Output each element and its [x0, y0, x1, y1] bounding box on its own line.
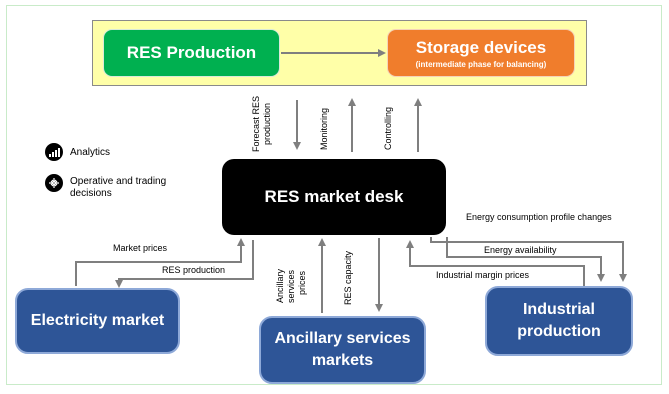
arrow-res-production — [115, 240, 254, 288]
arrow-energy-availability — [446, 237, 605, 282]
label-industrial-margin: Industrial margin prices — [436, 270, 530, 280]
industrial-production-node: Industrial production — [485, 286, 633, 356]
res-market-desk-label: RES market desk — [264, 187, 404, 206]
decisions-icon — [45, 174, 63, 192]
ancillary-services-label-line2: markets — [311, 352, 374, 369]
label-monitoring: Monitoring — [319, 107, 329, 150]
res-production-node: RES Production — [103, 29, 280, 77]
electricity-market-node: Electricity market — [15, 288, 180, 354]
legend-operative-label-line1: Operative and trading — [70, 176, 167, 187]
arrow-industrial-margin — [406, 240, 585, 286]
label-forecast-line2: production — [262, 102, 272, 145]
label-energy-availability: Energy availability — [484, 245, 557, 255]
storage-devices-title: Storage devices — [415, 37, 547, 57]
ancillary-services-label-line1: Ancillary services — [274, 330, 411, 347]
label-res-capacity: RES capacity — [343, 250, 353, 305]
label-forecast-line1: Forecast RES — [251, 95, 261, 152]
diagram-frame — [6, 5, 662, 385]
legend-operative-label-line2: decisions — [70, 188, 112, 199]
electricity-market-label: Electricity market — [30, 312, 165, 329]
industrial-production-label-line1: Industrial — [522, 301, 595, 318]
analytics-icon — [45, 143, 63, 161]
label-market-prices: Market prices — [113, 243, 168, 253]
arrow-market-prices — [75, 238, 245, 286]
label-res-production: RES production — [162, 265, 226, 275]
arrow-energy-consumption — [430, 237, 627, 282]
ancillary-services-node: Ancillary services markets — [259, 316, 426, 384]
storage-devices-subtitle: (intermediate phase for balancing) — [415, 59, 547, 69]
legend-analytics-label: Analytics — [70, 147, 111, 158]
storage-devices-node: Storage devices (intermediate phase for … — [387, 29, 575, 77]
label-controlling: Controlling — [383, 106, 393, 150]
industrial-production-label-line2: production — [517, 323, 601, 340]
label-ancillary-prices-line3: prices — [297, 270, 307, 295]
res-market-desk-node: RES market desk — [222, 159, 446, 235]
label-ancillary-prices-line2: services — [286, 269, 296, 303]
res-production-label: RES Production — [126, 43, 257, 62]
label-energy-consumption: Energy consumption profile changes — [466, 212, 612, 222]
label-ancillary-prices-line1: Ancillary — [275, 268, 285, 303]
